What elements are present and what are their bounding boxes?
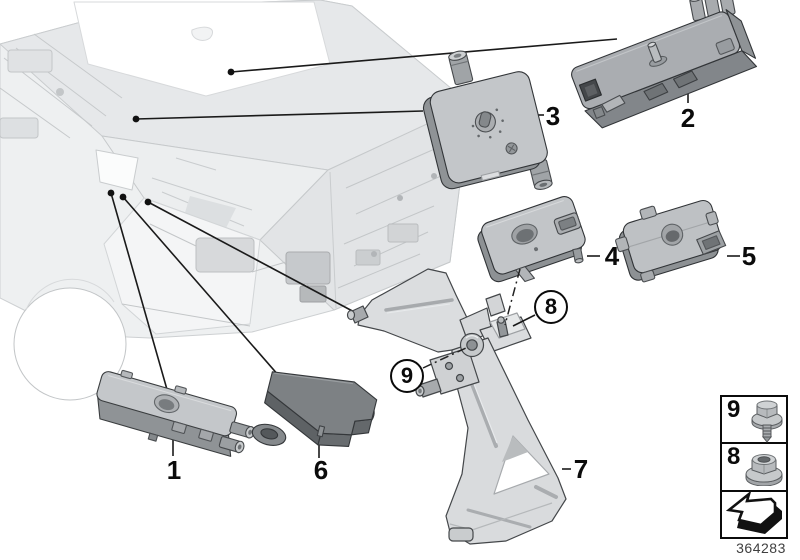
hex-flange-bolt-icon — [751, 400, 783, 443]
part-5-antenna-amplifier[interactable] — [609, 189, 729, 286]
roof-antenna-imprint — [191, 26, 214, 41]
diagram-number: 364283 — [736, 540, 786, 556]
quarter-window-opening — [95, 149, 139, 191]
part-label-3[interactable]: 3 — [545, 101, 561, 131]
wheel-arch — [13, 287, 127, 401]
part-1-antenna-amplifier[interactable] — [89, 365, 261, 466]
sunroof-opening — [73, 1, 331, 97]
part-label-7[interactable]: 7 — [573, 454, 589, 484]
part-6-control-module[interactable] — [250, 361, 380, 468]
part-7-bracket[interactable] — [346, 268, 567, 545]
callout-lines — [110, 38, 740, 470]
fastener-legend: 9 8 — [720, 395, 788, 539]
legend-row-bolt[interactable]: 9 — [722, 396, 786, 445]
coax-connector — [688, 0, 706, 22]
callout-dots — [107, 68, 235, 206]
coax-connector — [218, 436, 245, 454]
part-label-4[interactable]: 4 — [604, 241, 620, 271]
arm-tip-stud — [349, 305, 369, 324]
coax-connector — [229, 421, 255, 439]
triangular-cutout — [493, 435, 550, 495]
part-4-antenna-amplifier[interactable] — [474, 194, 593, 292]
coax-connector — [448, 50, 474, 86]
part-label-6[interactable]: 6 — [313, 455, 329, 485]
legend-row-crossref[interactable] — [722, 491, 786, 537]
part-2-antenna-amplifier[interactable] — [560, 0, 760, 131]
part-label-1[interactable]: 1 — [166, 455, 182, 485]
legend-bolt-number: 9 — [727, 396, 741, 423]
bolt-callout-9[interactable]: 9 — [390, 359, 424, 393]
fastener-leader-lines — [422, 268, 536, 369]
part-label-2[interactable]: 2 — [680, 103, 696, 133]
pivot-bolt — [466, 339, 478, 351]
legend-row-nut[interactable]: 8 — [722, 443, 786, 492]
part-label-5[interactable]: 5 — [741, 241, 757, 271]
part-3-diversity-amplifier[interactable] — [412, 36, 556, 212]
cross-reference-arrow-icon — [725, 491, 782, 535]
flange-nut-icon — [745, 454, 783, 487]
car-body-shell — [0, 0, 473, 401]
legend-nut-number: 8 — [727, 443, 741, 471]
nut-callout-8[interactable]: 8 — [534, 290, 568, 324]
